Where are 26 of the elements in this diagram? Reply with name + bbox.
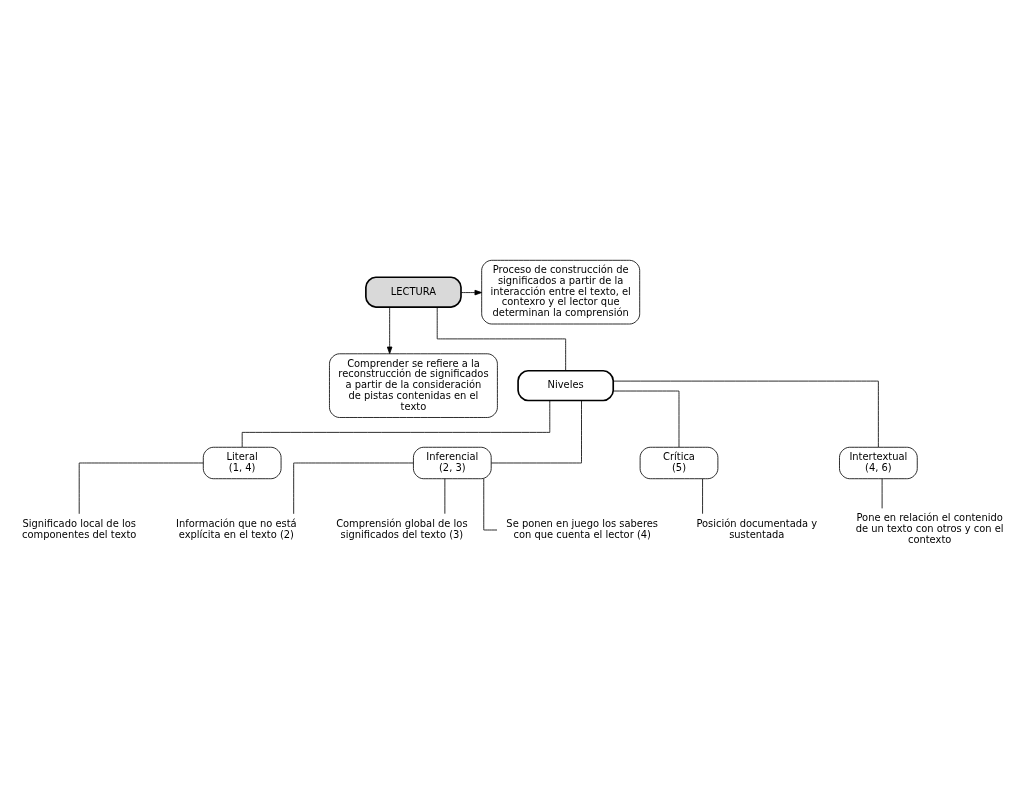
- connector: [613, 380, 879, 448]
- node-box: Proceso de construcción de significados a partir de la interacción entre el texto, el contexro y el lector que determinan la comprensión: [481, 259, 641, 324]
- node-box: Literal (1, 4): [202, 446, 282, 479]
- connector: [702, 477, 703, 514]
- node-text: Comprensión global de los significados del texto (3): [336, 517, 468, 540]
- connector: [491, 399, 582, 463]
- node-box: Crítica (5): [639, 446, 719, 479]
- node-box: LECTURA: [365, 275, 462, 308]
- connector: [612, 390, 680, 447]
- node-box: Niveles: [517, 369, 615, 401]
- connector: [881, 477, 883, 509]
- node-box: Comprender se refiere a la reconstrucción de significados a partir de la consideración de pistas contenidas en el texto: [329, 352, 498, 418]
- node-text: Se ponen en juego los saberes con que cuenta el lector (4): [506, 517, 659, 540]
- node-text: Significado local de los componentes del texto: [22, 517, 137, 540]
- node-text: Pone en relación el contenido de un texto con otros y con el contexto: [855, 511, 1004, 545]
- arrow: [386, 306, 393, 354]
- connector: [436, 306, 567, 371]
- node-box: Inferencial (2, 3): [413, 446, 492, 479]
- connector: [444, 477, 446, 514]
- node-text: Información que no está explícita en el texto (2): [176, 517, 297, 540]
- connector: [293, 462, 414, 514]
- node-text: Posición documentada y sustentada: [696, 517, 818, 540]
- connector: [78, 462, 204, 514]
- arrow: [460, 289, 482, 295]
- connector: [241, 399, 551, 447]
- node-box: Intertextual (4, 6): [839, 446, 918, 479]
